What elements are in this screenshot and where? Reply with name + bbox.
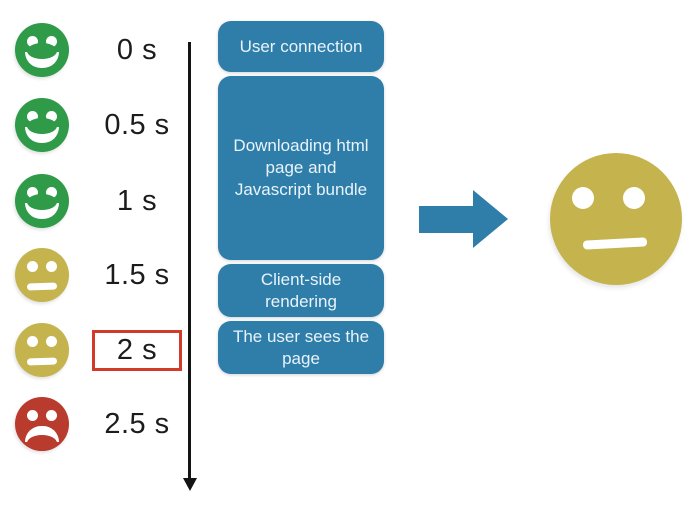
face-eye <box>27 410 38 421</box>
face-eye <box>46 336 57 347</box>
timeline-row: 2 s <box>15 323 182 377</box>
timeline-row: 1 s <box>15 174 182 228</box>
timeline-row: 0.5 s <box>15 98 182 152</box>
neutral-face-icon <box>15 323 69 377</box>
face-eye <box>27 336 38 347</box>
right-arrowhead <box>473 190 508 248</box>
neutral-mouth <box>26 357 58 366</box>
down-arrowhead-icon <box>183 478 197 491</box>
time-label: 0.5 s <box>104 108 170 141</box>
neutral-face-icon <box>15 248 69 302</box>
timeline-row: 2.5 s <box>15 397 182 451</box>
time-label: 1.5 s <box>104 258 170 291</box>
face-eye <box>623 187 645 209</box>
face-eye <box>46 36 57 47</box>
timeline-row: 1.5 s <box>15 248 182 302</box>
process-step-downloading: Downloading html page and Javascript bun… <box>218 76 384 260</box>
neutral-mouth <box>26 282 58 291</box>
neutral-mouth <box>582 237 648 250</box>
face-eye <box>46 261 57 272</box>
face-eye <box>572 187 594 209</box>
smile-mouth <box>25 118 59 143</box>
timeline-row: 0 s <box>15 23 182 77</box>
highlighted-time-label: 2 s <box>92 329 182 371</box>
time-label: 0 s <box>116 33 158 66</box>
happy-face-icon <box>15 23 69 77</box>
face-eye <box>46 187 57 198</box>
process-step-user-connection: User connection <box>218 21 384 72</box>
frown-mouth <box>25 426 59 451</box>
face-eye <box>46 111 57 122</box>
time-label: 2.5 s <box>104 407 170 440</box>
smile-mouth <box>25 43 59 68</box>
time-label: 1 s <box>116 184 158 217</box>
process-step-client-side-rendering: Client-side rendering <box>218 264 384 317</box>
smile-mouth <box>25 194 59 219</box>
process-steps: User connection Downloading html page an… <box>218 21 384 374</box>
down-arrow-icon <box>188 42 191 479</box>
face-eye <box>27 111 38 122</box>
happy-face-icon <box>15 98 69 152</box>
sad-face-icon <box>15 397 69 451</box>
result-neutral-face-icon <box>550 153 682 285</box>
right-arrow-icon <box>419 190 508 248</box>
happy-face-icon <box>15 174 69 228</box>
process-step-user-sees-page: The user sees the page <box>218 321 384 374</box>
face-eye <box>27 261 38 272</box>
face-eye <box>46 410 57 421</box>
face-eye <box>27 36 38 47</box>
face-eye <box>27 187 38 198</box>
right-arrow-tail <box>419 206 473 233</box>
